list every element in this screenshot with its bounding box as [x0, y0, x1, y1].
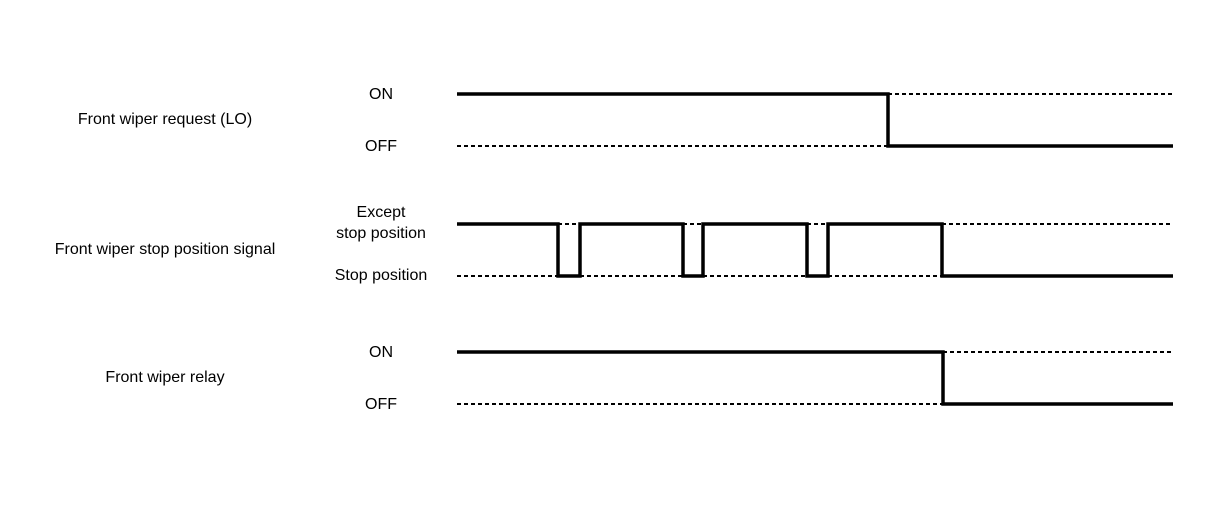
- signal-name-front-wiper-relay: Front wiper relay: [105, 369, 225, 386]
- signal-name-front-wiper-request: Front wiper request (LO): [77, 111, 253, 128]
- signal-waveform: [457, 350, 1173, 406]
- signal-waveform: [457, 92, 1173, 148]
- level-label-on: ON: [369, 344, 393, 361]
- level-label-off: OFF: [365, 396, 397, 413]
- level-label-off: OFF: [365, 138, 397, 155]
- signal-waveform: [457, 222, 1173, 278]
- signal-name-front-wiper-stop-position: Front wiper stop position signal: [54, 241, 276, 258]
- level-label-on: ON: [369, 86, 393, 103]
- level-label-stop-position: Stop position: [334, 267, 428, 284]
- level-label-except-stop-position: Except stop position: [336, 204, 426, 242]
